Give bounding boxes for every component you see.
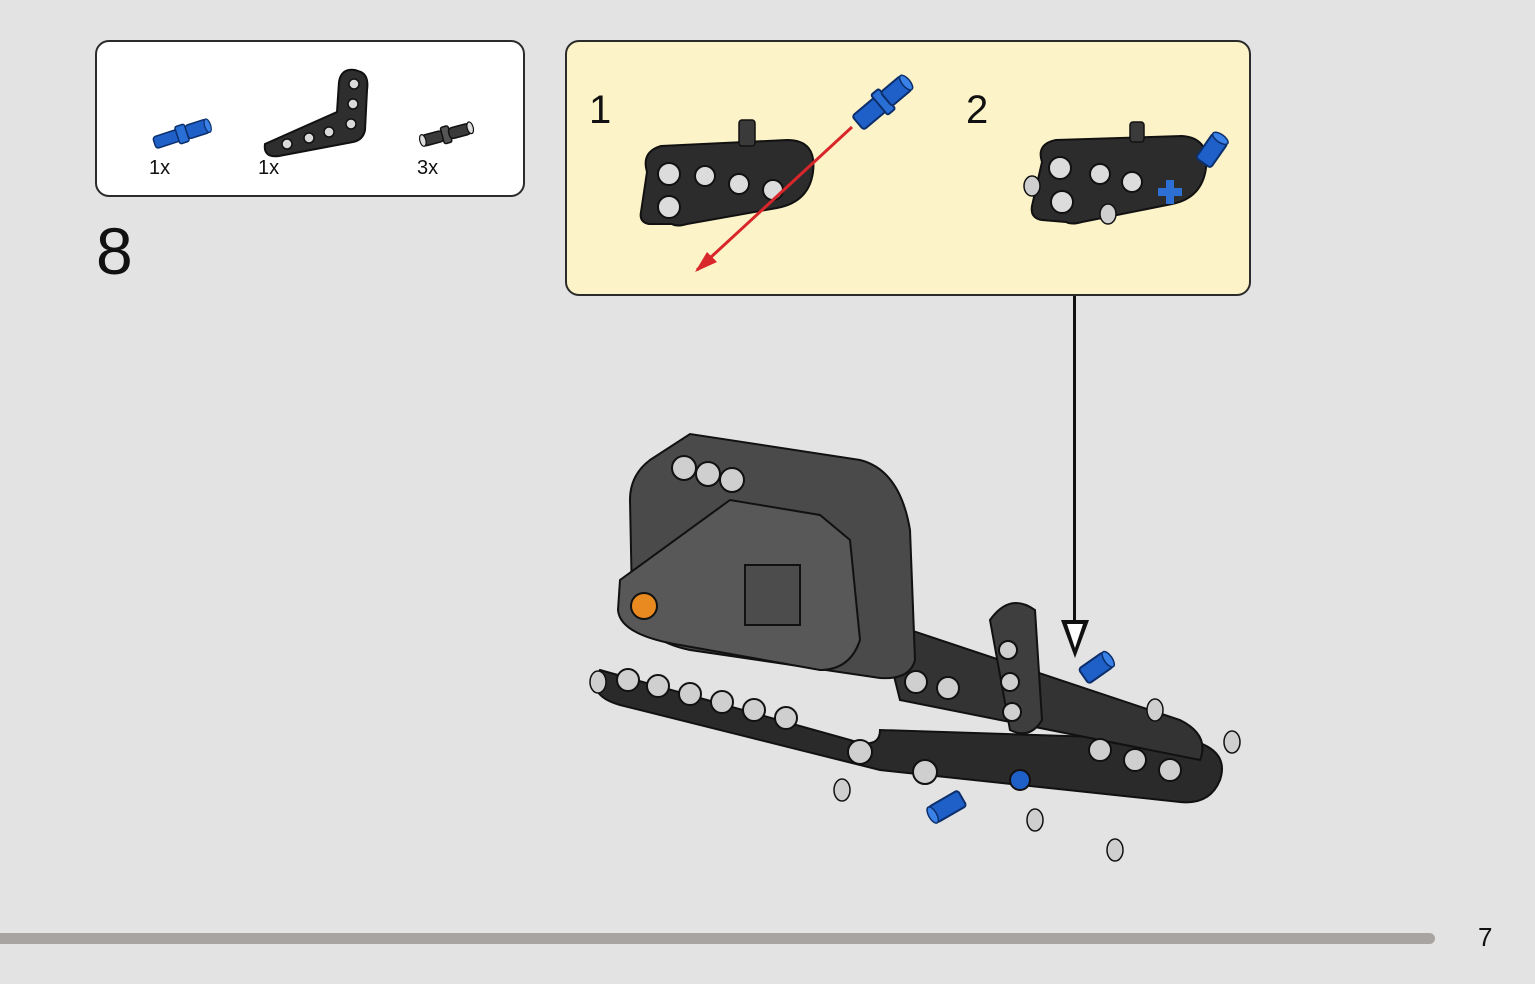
part-quantity: 1x bbox=[258, 157, 280, 179]
black-angled-beam-icon bbox=[263, 68, 369, 158]
main-model-illustration bbox=[589, 432, 1241, 862]
part-quantity: 3x bbox=[417, 157, 439, 179]
page-number: 7 bbox=[1478, 922, 1493, 952]
sub-assembly-callout: 1 2 bbox=[565, 40, 1251, 296]
sub-step-1-illustration bbox=[639, 74, 914, 272]
parts-list-box: 1x 1x 3x bbox=[95, 40, 525, 197]
sub-step-number: 2 bbox=[966, 88, 989, 132]
callout-connector-line bbox=[1073, 296, 1076, 626]
progress-bar bbox=[0, 933, 1435, 944]
blue-axle-pin-icon bbox=[152, 118, 212, 149]
sub-step-2-illustration bbox=[1023, 121, 1229, 225]
black-friction-pin-icon bbox=[418, 121, 475, 147]
placement-arrow-icon bbox=[1061, 620, 1089, 658]
step-number: 8 bbox=[96, 214, 133, 288]
part-quantity: 1x bbox=[149, 157, 171, 179]
sub-step-number: 1 bbox=[589, 88, 612, 132]
